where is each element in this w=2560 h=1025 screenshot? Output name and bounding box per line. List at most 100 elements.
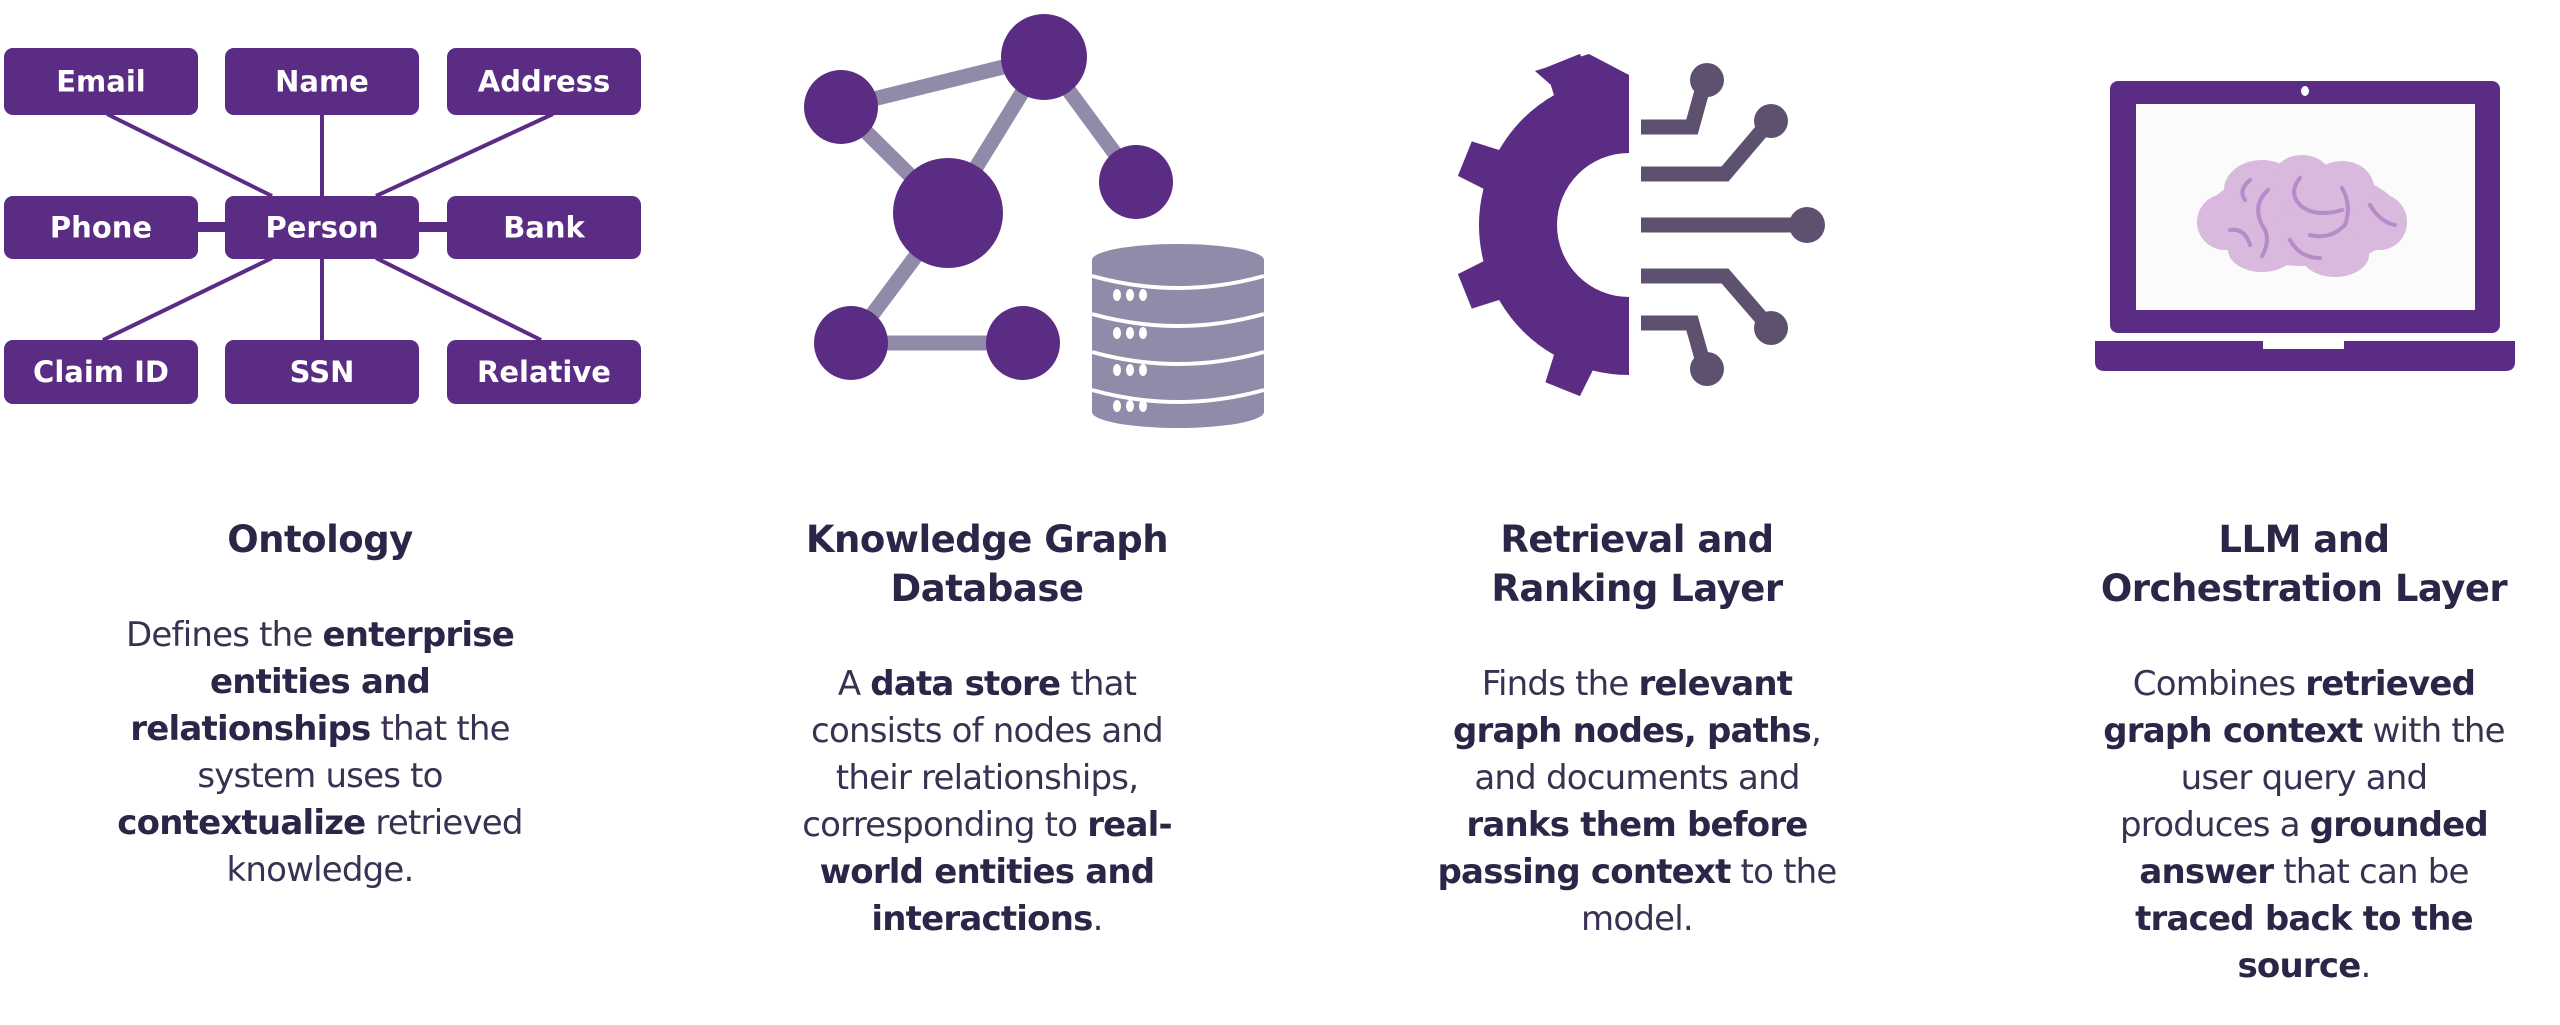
column-title-line: Retrieval and — [1500, 518, 1774, 561]
body-text: . — [1092, 899, 1104, 939]
ontology-entity-label: Address — [478, 65, 610, 99]
description-line: answer that can be — [1984, 849, 2560, 896]
column-title-line: Orchestration Layer — [2100, 567, 2508, 610]
emphasis-text: interactions — [871, 899, 1093, 939]
body-text: model. — [1581, 899, 1694, 939]
description-line: and documents and — [1317, 755, 1957, 802]
emphasis-text: grounded — [2309, 805, 2489, 845]
ontology-entity-label: Bank — [503, 211, 585, 245]
body-text: , — [1810, 711, 1822, 751]
body-text: that the — [370, 709, 510, 749]
graph-node — [1001, 14, 1087, 100]
emphasis-text: relevant — [1638, 664, 1794, 704]
description-line: world entities and — [667, 849, 1307, 896]
emphasis-text: answer — [2139, 852, 2274, 892]
column-title-line: Ontology — [227, 518, 413, 561]
description-line: ranks them before — [1317, 802, 1957, 849]
description-line: knowledge. — [0, 847, 640, 894]
column-title-line: Knowledge Graph — [805, 518, 1169, 561]
body-text: A — [837, 664, 871, 704]
ontology-entity-box: Name — [225, 48, 419, 115]
description-line: Defines the enterprise — [0, 612, 640, 659]
ontology-connectors — [102, 112, 554, 342]
description-line: traced back to the — [1984, 896, 2560, 943]
body-text: user query and — [2180, 758, 2429, 798]
description-line: their relationships, — [667, 755, 1307, 802]
emphasis-text: passing context — [1437, 852, 1732, 892]
emphasis-text: retrieved — [2305, 664, 2476, 704]
circuit-lines-icon — [1641, 63, 1825, 386]
body-text: Defines the — [126, 615, 323, 655]
emphasis-text: real- — [1087, 805, 1172, 845]
emphasis-text: contextualize — [117, 803, 366, 843]
description-line: interactions. — [667, 896, 1307, 943]
emphasis-text: graph context — [2103, 711, 2363, 751]
emphasis-text: entities and — [209, 662, 431, 702]
ontology-entity-label: Email — [56, 65, 145, 99]
ontology-entity-box: SSN — [225, 340, 419, 404]
description-line: source. — [1984, 943, 2560, 990]
ontology-entity-box: Bank — [447, 196, 641, 259]
body-text: corresponding to — [802, 805, 1088, 845]
body-text: their relationships, — [835, 758, 1139, 798]
description-line: Finds the relevant — [1317, 661, 1957, 708]
ontology-entity-label: SSN — [290, 355, 355, 389]
emphasis-text: graph nodes, paths — [1453, 711, 1812, 751]
description-line: graph context with the — [1984, 708, 2560, 755]
body-text: knowledge. — [226, 850, 414, 890]
brain-icon — [2197, 155, 2407, 277]
graph-node — [804, 70, 878, 144]
ontology-entity-label: Relative — [477, 355, 611, 389]
body-text: retrieved — [365, 803, 523, 843]
description-line: A data store that — [667, 661, 1307, 708]
graph-node — [1099, 145, 1173, 219]
description-line: system uses to — [0, 753, 640, 800]
description-line: contextualize retrieved — [0, 800, 640, 847]
body-text: . — [2360, 946, 2371, 986]
ontology-entity-box: Relative — [447, 340, 641, 404]
body-text: to the — [1730, 852, 1838, 892]
body-text: and documents and — [1474, 758, 1800, 798]
description-line: entities and — [0, 659, 640, 706]
emphasis-text: traced back to the — [2135, 899, 2474, 939]
body-text: that can be — [2273, 852, 2469, 892]
ontology-entity-label: Phone — [50, 211, 152, 245]
graph-node — [814, 306, 888, 380]
description-line: graph nodes, paths, — [1317, 708, 1957, 755]
half-gear-icon — [1457, 53, 1629, 397]
graph-database-icon — [804, 14, 1265, 428]
body-text: that — [1060, 664, 1137, 704]
column-title-line: Database — [890, 567, 1084, 610]
body-text: Finds the — [1481, 664, 1639, 704]
laptop-base-icon — [2095, 341, 2515, 371]
emphasis-text: source — [2237, 946, 2362, 986]
emphasis-text: enterprise — [322, 615, 515, 655]
ontology-entity-box: Address — [447, 48, 641, 115]
emphasis-text: world entities and — [819, 852, 1155, 892]
description-line: relationships that the — [0, 706, 640, 753]
ontology-entity-box: Phone — [4, 196, 198, 259]
column-title-line: LLM and — [2218, 518, 2390, 561]
description-line: produces a grounded — [1984, 802, 2560, 849]
column-title: Ontology — [0, 515, 640, 564]
description-line: model. — [1317, 896, 1957, 943]
body-text: produces a — [2120, 805, 2310, 845]
laptop-brain-icon — [2095, 81, 2515, 371]
body-text: Combines — [2132, 664, 2306, 704]
ontology-entity-label: Claim ID — [33, 355, 169, 389]
ontology-entity-box: Claim ID — [4, 340, 198, 404]
graph-node — [986, 306, 1060, 380]
